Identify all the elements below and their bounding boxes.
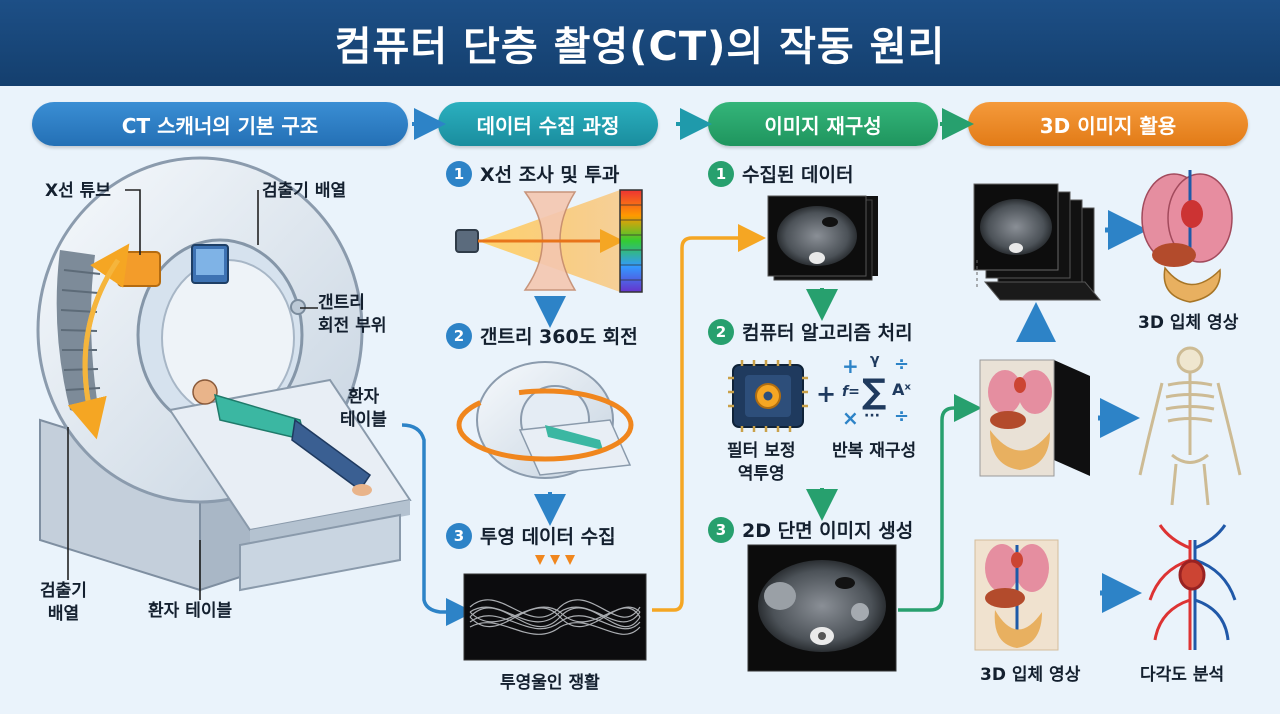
- ct-scanner-illustration: [36, 156, 412, 600]
- label-patient-table-bottom: 환자 테이블: [148, 601, 233, 621]
- label-filtered-backprojection: 필터 보정 역투영: [727, 441, 796, 484]
- acquisition-step-1: 1 X선 조사 및 투과: [446, 160, 619, 187]
- label-detector-array-bottom: 검출기 배열: [40, 581, 87, 624]
- step-number-badge: 2: [708, 318, 734, 345]
- step-number-badge: 1: [446, 160, 472, 187]
- sinogram-illustration: [463, 555, 647, 661]
- title-bar: 컴퓨터 단층 촬영(CT)의 작동 원리: [0, 0, 1280, 86]
- collected-data-slices: [767, 195, 878, 281]
- step-label: 컴퓨터 알고리즘 처리: [742, 322, 913, 344]
- svg-text:+: +: [816, 380, 836, 408]
- label-patient-table-right: 환자 테이블: [340, 387, 387, 430]
- reconstruction-step-2: 2 컴퓨터 알고리즘 처리: [708, 318, 913, 345]
- vascular-tree: [1148, 524, 1237, 650]
- step-number-badge: 2: [446, 322, 472, 349]
- page-title: 컴퓨터 단층 촬영(CT)의 작동 원리: [334, 24, 946, 70]
- step-label: 투영 데이터 수집: [480, 526, 616, 548]
- xray-projection-illustration: [455, 189, 643, 293]
- step-label: 2D 단면 이미지 생성: [742, 520, 914, 542]
- ct-slice-2d: [747, 544, 897, 672]
- step-number-badge: 3: [708, 516, 734, 543]
- formula-icon: + γ ÷ f= ∑ Aˣ × ··· ÷: [842, 352, 911, 430]
- caption-3d-volume-top: 3D 입체 영상: [1138, 313, 1239, 333]
- reconstruction-step-1: 1 수집된 데이터: [708, 160, 854, 187]
- caption-multi-angle: 다각도 분석: [1140, 665, 1225, 685]
- label-xray-tube: X선 튜브: [45, 181, 111, 201]
- organs-3d-middle: [979, 359, 1090, 477]
- section-pill-structure: CT 스캐너의 기본 구조: [32, 102, 408, 146]
- reconstruction-step-3: 3 2D 단면 이미지 생성: [708, 516, 913, 543]
- organs-3d-bottom: [974, 539, 1059, 651]
- step-label: X선 조사 및 투과: [480, 164, 620, 186]
- caption-3d-volume-bottom: 3D 입체 영상: [980, 665, 1081, 685]
- label-gantry-rotation: 갠트리 회전 부위: [318, 293, 387, 336]
- section-pill-3d: 3D 이미지 활용: [968, 102, 1248, 146]
- acquisition-step-2: 2 갠트리 360도 회전: [446, 322, 638, 349]
- label-detector-array-top: 검출기 배열: [262, 181, 347, 201]
- step-number-badge: 1: [708, 160, 734, 187]
- label-iterative-reconstruction: 반복 재구성: [832, 441, 917, 461]
- step-label: 갠트리 360도 회전: [480, 326, 638, 348]
- sinogram-caption: 투영울인 쟁활: [500, 673, 600, 693]
- organs-3d-top: [1141, 170, 1233, 303]
- stacked-slices-3d: [973, 183, 1102, 301]
- gantry-rotation-illustration: [456, 361, 634, 479]
- section-pill-reconstruction: 이미지 재구성: [708, 102, 938, 146]
- skeleton-3d: [1138, 346, 1242, 506]
- cpu-chip-icon: [728, 360, 808, 432]
- acquisition-step-3: 3 투영 데이터 수집: [446, 522, 616, 549]
- step-label: 수집된 데이터: [742, 164, 854, 186]
- section-pill-acquisition: 데이터 수집 과정: [438, 102, 658, 146]
- step-number-badge: 3: [446, 522, 472, 549]
